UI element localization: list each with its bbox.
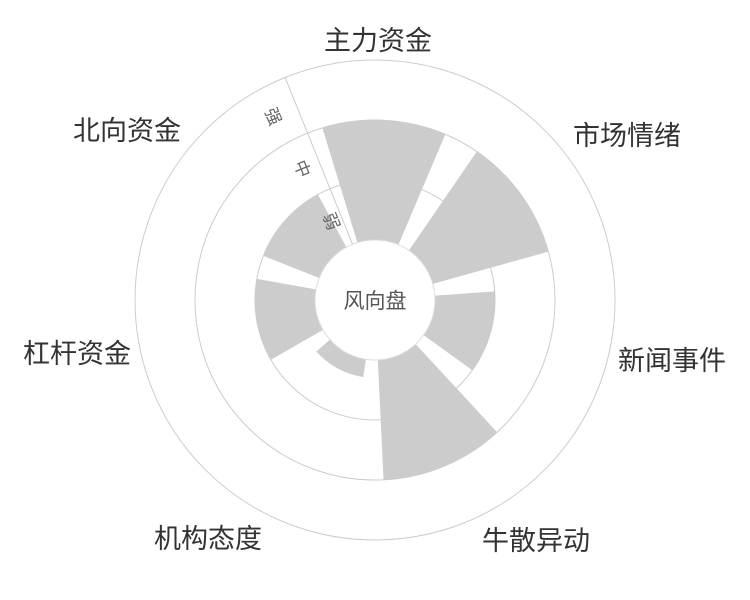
- category-label: 机构态度: [154, 524, 262, 555]
- radial-tick-label: 中: [289, 158, 314, 181]
- category-label: 主力资金: [324, 26, 432, 57]
- bar-5[interactable]: [255, 278, 323, 360]
- category-label: 市场情绪: [573, 121, 681, 152]
- bar-0[interactable]: [322, 120, 446, 245]
- bar-3[interactable]: [377, 344, 498, 480]
- category-label: 牛散异动: [482, 526, 590, 557]
- bar-2[interactable]: [423, 291, 495, 371]
- center-circle: [314, 239, 436, 361]
- chart-title: 风向盘: [344, 289, 407, 313]
- radial-tick-label: 弱: [318, 210, 343, 233]
- category-label: 北向资金: [73, 116, 181, 147]
- radial-tick-label: 强: [260, 105, 285, 128]
- bar-6[interactable]: [263, 194, 347, 278]
- radial-axis-line: [284, 77, 353, 245]
- category-label: 杠杆资金: [23, 339, 131, 370]
- bar-1[interactable]: [408, 151, 549, 284]
- grid-circle: [194, 119, 556, 481]
- category-label: 新闻事件: [618, 346, 726, 377]
- grid-circle: [134, 59, 616, 541]
- bar-4[interactable]: [316, 339, 366, 378]
